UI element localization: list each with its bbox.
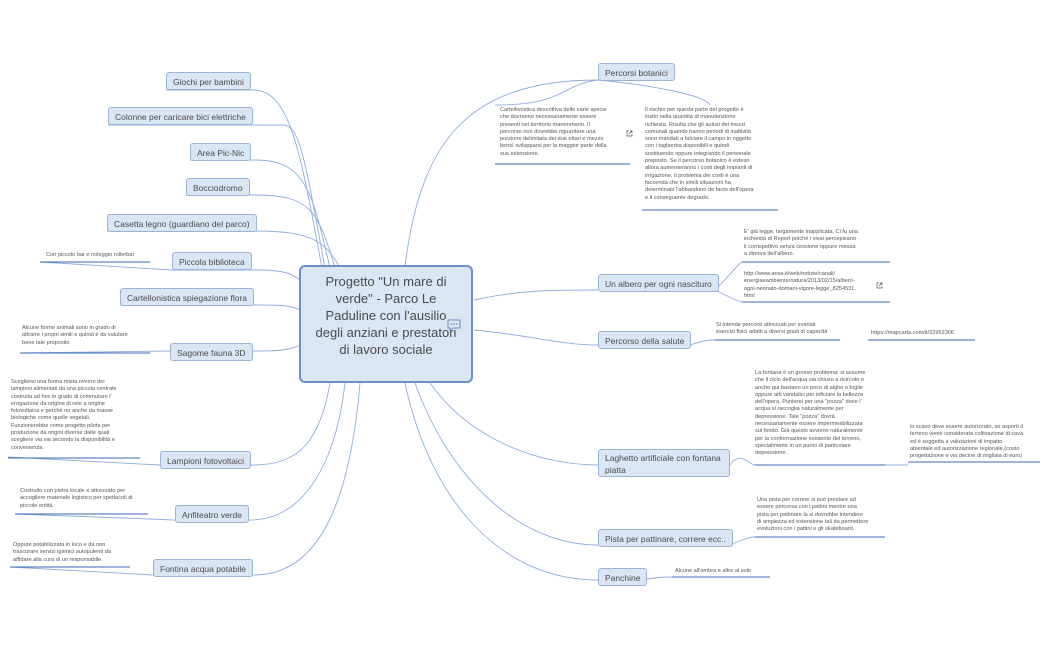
note-fontina: Oppure potabilizzata in loco e da non tr…: [13, 542, 111, 563]
topic-bocciodromo[interactable]: Bocciodromo: [186, 178, 250, 196]
external-link-icon[interactable]: [626, 130, 633, 137]
topic-giochi[interactable]: Giochi per bambini: [166, 72, 251, 90]
note-albero-1: E' già legge, largamente inapplicata. Ci…: [744, 229, 858, 257]
note-albero-2[interactable]: http://www.ansa.it/web/notizie/canali/ e…: [744, 271, 856, 299]
comment-icon[interactable]: [447, 319, 461, 331]
note-botanici-2: Il rischio per questa parte del progetto…: [645, 107, 754, 201]
central-topic-title: Progetto "Un mare di verde" - Parco Le P…: [315, 274, 457, 357]
topic-pista[interactable]: Pista per pattinare, correre ecc..: [598, 529, 733, 547]
topic-sagome[interactable]: Sagome fauna 3D: [170, 343, 253, 361]
note-botanici-1: Cartellonistica descrittiva delle varie …: [500, 107, 607, 157]
note-laghetto: La fontana è un grosso problema: si assu…: [755, 370, 866, 457]
topic-botanici[interactable]: Percorsi botanici: [598, 63, 675, 81]
topic-biblioteca[interactable]: Piccola biblioteca: [172, 252, 252, 270]
topic-albero[interactable]: Un albero per ogni nascituro: [598, 274, 719, 292]
link-salute[interactable]: https://mapcarta.com/it/32952306: [871, 330, 955, 336]
note-biblioteca: Con piccolo bar e noleggio rollerbar: [46, 252, 135, 258]
note-laghetto-2: lo scavo deve essere autorizzato, se asp…: [910, 424, 1024, 460]
topic-colonne[interactable]: Colonne per caricare bici elettriche: [108, 107, 253, 125]
note-panchine: Alcune all'ombra e altre al sole: [675, 568, 752, 574]
external-link-icon[interactable]: [876, 282, 883, 289]
note-lampioni: Sceglierei una forma mista ovvero dei la…: [11, 379, 117, 451]
note-salute: Si intende percorsi attrezzati per svari…: [716, 322, 828, 336]
topic-fontina[interactable]: Fontina acqua potabile: [153, 559, 254, 577]
topic-panchine[interactable]: Panchine: [598, 568, 648, 586]
topic-lampioni[interactable]: Lampioni fotovoltaici: [160, 451, 252, 469]
topic-salute[interactable]: Percorso della salute: [598, 331, 692, 349]
topic-picnic[interactable]: Area Pic-Nic: [190, 143, 252, 161]
topic-casetta[interactable]: Casetta legno (guardiano del parco): [107, 214, 257, 232]
topic-anfiteatro[interactable]: Anfiteatro verde: [175, 505, 250, 523]
topic-cartellonistica[interactable]: Cartellonistica spiegazione flora: [120, 288, 255, 306]
note-pista: Una pista per correre si può prestare ad…: [757, 497, 869, 533]
central-topic[interactable]: Progetto "Un mare di verde" - Parco Le P…: [299, 265, 473, 383]
topic-laghetto[interactable]: Laghetto artificiale con fontana piatta: [598, 449, 730, 477]
note-anfiteatro: Costruito con pietra locale e attrezzato…: [20, 488, 133, 509]
note-sagome: Alcune forme animali sono in grado di at…: [22, 325, 128, 346]
